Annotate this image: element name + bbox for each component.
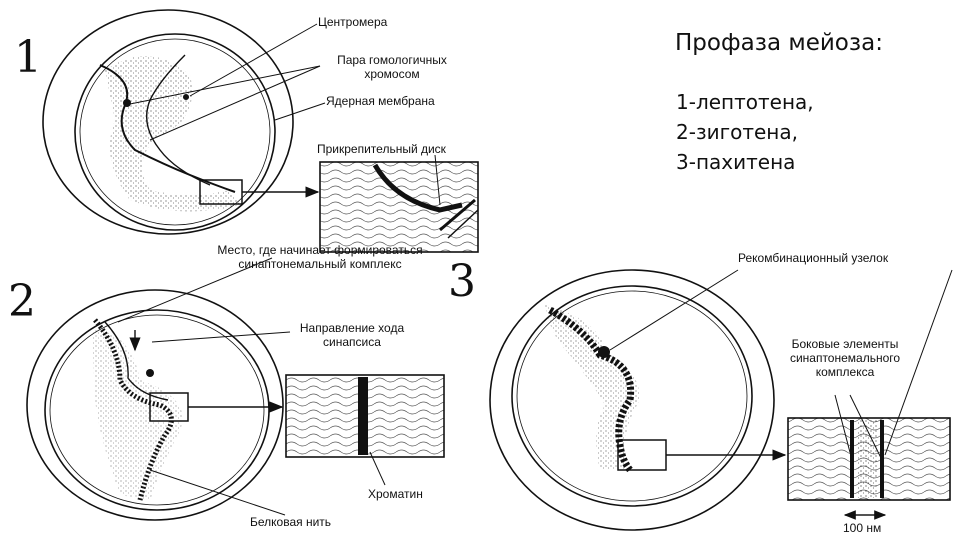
label-scale-100nm: 100 нм [843, 521, 882, 535]
label-synapsis-direction-line1: Направление хода [299, 321, 405, 335]
nuclear-membrane-2 [44, 309, 270, 511]
label-lateral-elements-line1: Боковые элементы [791, 337, 899, 351]
chromatin-cloud-1 [105, 56, 240, 212]
nuclear-membrane-3 [511, 285, 753, 507]
panel-3-pachytene [489, 269, 953, 531]
panel-2-zygotene [26, 257, 445, 521]
panel-1-leptotene [42, 9, 479, 253]
label-attachment-disc: Прикрепительный диск [317, 142, 446, 156]
synaptonemal-complex-3 [548, 306, 635, 473]
cell-outline-1 [42, 9, 294, 235]
chromatin-cloud-2 [92, 330, 183, 500]
stage-item-leptotene: 1-лептотена, [676, 90, 814, 114]
recomb-nodule-dot [598, 346, 610, 358]
label-synapsis-direction-line2: синапсиса [323, 335, 381, 349]
stage-item-pachytene: 3-пахитена [676, 150, 796, 174]
label-recombination-nodule: Рекомбинационный узелок [738, 251, 889, 265]
label-lateral-elements-line2: синаптонемального [789, 351, 901, 365]
panel-number-3: 3 [448, 256, 476, 307]
panel-number-1: 1 [14, 32, 42, 83]
label-centromere: Центромера [318, 15, 388, 29]
panel-number-2: 2 [8, 276, 36, 327]
centromere-dot-1 [123, 99, 131, 107]
nuclear-membrane-1 [74, 33, 276, 231]
label-nuclear-membrane: Ядерная мембрана [326, 94, 435, 108]
cell-outline-3 [489, 269, 775, 531]
label-homolog-pair-line2: хромосом [364, 67, 420, 81]
chromatin-cloud-3 [545, 305, 640, 470]
label-sc-start-line2: синаптонемальный комплекс [238, 257, 402, 271]
stage-item-zygotene: 2-зиготена, [676, 120, 798, 144]
chromosome-1b [146, 54, 211, 186]
label-protein-thread: Белковая нить [250, 515, 332, 529]
label-lateral-elements-line3: комплекса [815, 365, 875, 379]
label-chromatin: Хроматин [368, 487, 423, 501]
label-sc-start-line1: Место, где начинает формироваться [217, 243, 423, 257]
slide-title: Профаза мейоза: [675, 30, 883, 56]
label-homolog-pair-line1: Пара гомологичных [337, 53, 447, 67]
centromere-dot-1b [183, 94, 189, 100]
